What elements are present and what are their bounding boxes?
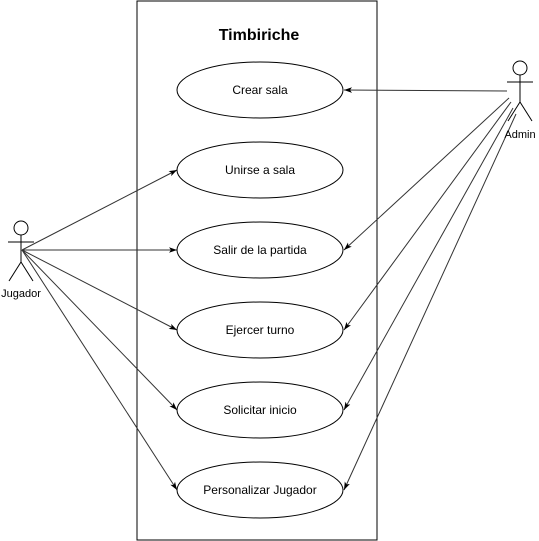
use-case-personalizar-jugador[interactable]: Personalizar Jugador (176, 461, 344, 519)
actor-label: Jugador (1, 288, 41, 300)
use-case-crear-sala[interactable]: Crear sala (176, 61, 344, 119)
associations (21, 87, 517, 491)
use-case-label: Solicitar inicio (223, 403, 297, 417)
use-case-label: Personalizar Jugador (203, 483, 316, 497)
association-arrow-admin-salir-partida (343, 97, 510, 251)
use-case-unirse-sala[interactable]: Unirse a sala (176, 141, 344, 199)
use-case-label: Unirse a sala (225, 163, 295, 177)
association-arrow-jugador-solicitar-inicio (21, 249, 178, 411)
use-case-solicitar-inicio[interactable]: Solicitar inicio (176, 381, 344, 439)
stick-figure-icon (8, 220, 34, 282)
association-arrow-jugador-personalizar-jugador (21, 249, 178, 491)
use-case-ejercer-turno[interactable]: Ejercer turno (176, 301, 344, 359)
association-arrow-jugador-ejercer-turno (21, 249, 178, 331)
association-arrow-admin-ejercer-turno (343, 101, 512, 331)
use-case-label: Salir de la partida (213, 243, 307, 257)
actor-admin[interactable]: Admin (504, 60, 536, 141)
use-case-label: Ejercer turno (226, 323, 295, 337)
actor-jugador[interactable]: Jugador (1, 220, 41, 300)
system-title: Timbiriche (219, 27, 300, 44)
use-case-salir-partida[interactable]: Salir de la partida (176, 221, 344, 279)
association-arrow-admin-solicitar-inicio (343, 107, 514, 411)
association-arrow-jugador-unirse-sala (21, 169, 178, 251)
actor-label: Admin (504, 129, 535, 141)
use-case-label: Crear sala (232, 83, 288, 97)
association-arrow-admin-personalizar-jugador (343, 113, 517, 491)
association-arrow-admin-crear-sala (343, 87, 508, 93)
stick-figure-icon (507, 60, 533, 122)
